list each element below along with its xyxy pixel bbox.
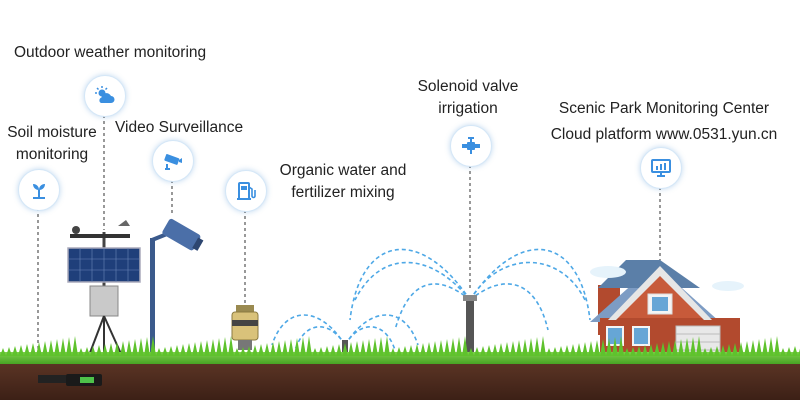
leader-lines	[38, 115, 660, 350]
monitor-chart-icon	[640, 147, 682, 189]
house	[590, 260, 744, 358]
label-video-surveillance: Video Surveillance	[115, 117, 243, 139]
fuel-pump-icon	[225, 170, 267, 212]
control-box	[90, 286, 118, 316]
label-solenoid-valve: Solenoid valve irrigation	[402, 76, 534, 120]
label-outdoor-weather: Outdoor weather monitoring	[14, 42, 206, 64]
cctv-camera-icon	[152, 140, 194, 182]
faucet-valve-icon	[450, 125, 492, 167]
sprinkler-spray	[272, 249, 590, 350]
label-organic-water: Organic water and fertilizer mixing	[268, 160, 418, 204]
weather-station	[68, 220, 140, 360]
soil	[0, 364, 800, 400]
fertilizer-device	[232, 305, 258, 350]
camera-pole	[150, 218, 205, 360]
sun-cloud-icon	[84, 75, 126, 117]
label-monitoring-center: Scenic Park Monitoring Center Cloud plat…	[536, 96, 792, 148]
label-soil-moisture: Soil moisture monitoring	[0, 122, 104, 166]
sprout-icon	[18, 169, 60, 211]
